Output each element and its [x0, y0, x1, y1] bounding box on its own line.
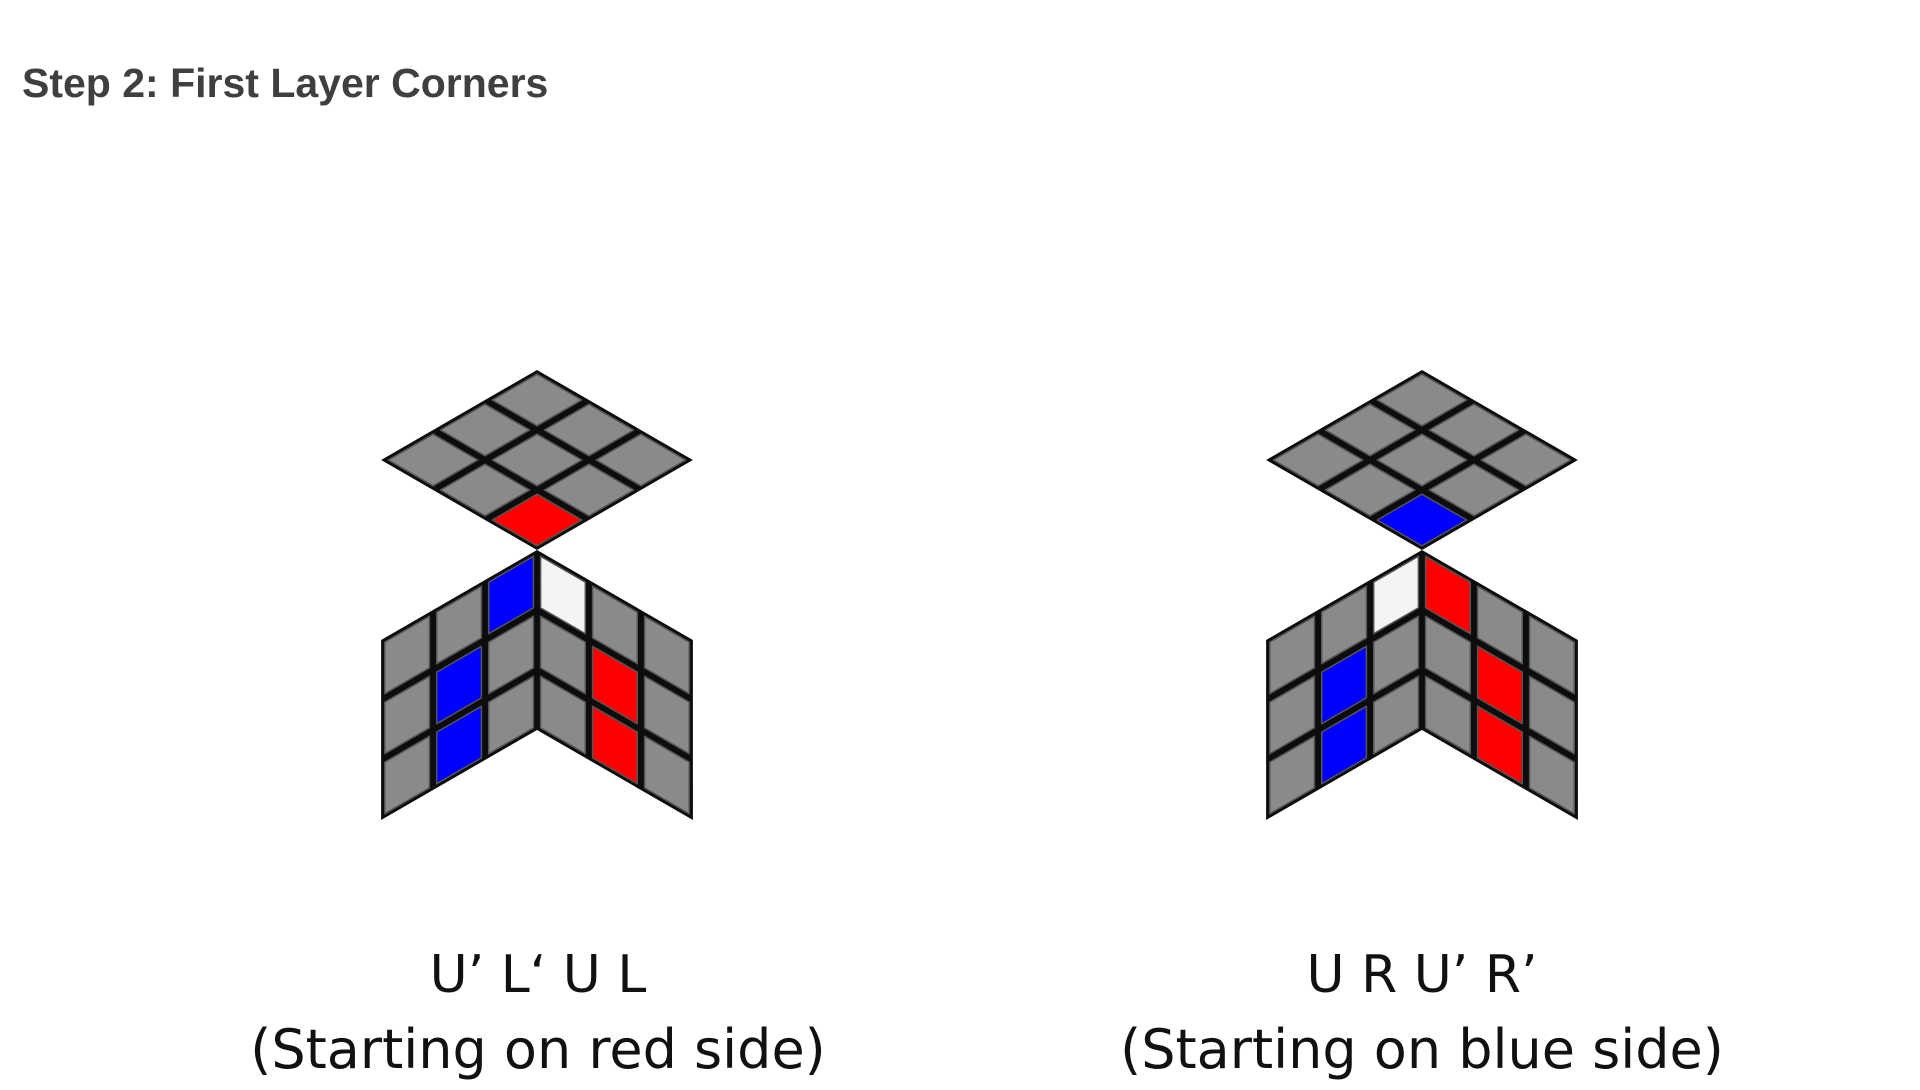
- left-face-sticker: [487, 555, 535, 635]
- left-face-sticker: [435, 705, 483, 785]
- move-sequence-right: U R U’ R’: [1306, 945, 1538, 1005]
- top-face-sticker: [491, 433, 583, 487]
- left-face-sticker: [1269, 735, 1316, 815]
- right-face-sticker: [1528, 675, 1575, 755]
- right-face-sticker: [643, 735, 690, 815]
- top-face-sticker: [1324, 463, 1416, 517]
- left-face-sticker: [1320, 705, 1368, 785]
- right-face-sticker: [1424, 675, 1472, 755]
- right-face-sticker: [1528, 735, 1575, 815]
- top-face-sticker: [1376, 373, 1468, 427]
- caption-right: U R U’ R’ (Starting on blue side): [1042, 940, 1802, 1090]
- left-face-sticker: [384, 735, 431, 815]
- page-title: Step 2: First Layer Corners: [22, 60, 549, 106]
- right-face-sticker: [643, 675, 690, 755]
- caption-note-left: (Starting on red side): [250, 1018, 826, 1081]
- left-face-sticker: [1372, 555, 1420, 635]
- right-face-sticker: [1424, 615, 1472, 695]
- right-face-sticker: [1528, 615, 1575, 695]
- top-face-sticker: [1480, 433, 1572, 487]
- right-face-sticker: [1476, 585, 1524, 665]
- left-face-sticker: [384, 615, 431, 695]
- right-face-sticker: [591, 705, 639, 785]
- left-face-sticker: [1320, 645, 1368, 725]
- move-sequence-left: U’ L‘ U L: [429, 945, 647, 1005]
- left-face-sticker: [435, 645, 483, 725]
- left-face-sticker: [384, 675, 431, 755]
- left-face-sticker: [435, 585, 483, 665]
- right-face-sticker: [643, 615, 690, 695]
- left-face-sticker: [1320, 585, 1368, 665]
- top-face-sticker: [491, 493, 583, 547]
- left-face-sticker: [1372, 675, 1420, 755]
- top-face-sticker: [1272, 433, 1364, 487]
- top-face-sticker: [1324, 403, 1416, 457]
- top-face-sticker: [1428, 463, 1520, 517]
- left-face-sticker: [487, 615, 535, 695]
- top-face-sticker: [491, 373, 583, 427]
- left-face-sticker: [487, 675, 535, 755]
- right-face-sticker: [539, 675, 587, 755]
- left-face-sticker: [1372, 615, 1420, 695]
- top-face-sticker: [595, 433, 687, 487]
- right-face-sticker: [1476, 705, 1524, 785]
- right-face-sticker: [1476, 645, 1524, 725]
- right-face-sticker: [1424, 555, 1472, 635]
- top-face-sticker: [543, 403, 635, 457]
- left-face-sticker: [1269, 615, 1316, 695]
- rubiks-cube-right: [1266, 370, 1578, 820]
- top-face-sticker: [439, 403, 531, 457]
- top-face-sticker: [543, 463, 635, 517]
- top-face-sticker: [1376, 433, 1468, 487]
- right-face-sticker: [539, 555, 587, 635]
- rubiks-cube-left: [381, 370, 693, 820]
- caption-note-right: (Starting on blue side): [1120, 1018, 1724, 1081]
- right-face-sticker: [591, 645, 639, 725]
- top-face-sticker: [1376, 493, 1468, 547]
- right-face-sticker: [591, 585, 639, 665]
- top-face-sticker: [1428, 403, 1520, 457]
- top-face-sticker: [439, 463, 531, 517]
- right-face-sticker: [539, 615, 587, 695]
- left-face-sticker: [1269, 675, 1316, 755]
- top-face-sticker: [387, 433, 479, 487]
- caption-left: U’ L‘ U L (Starting on red side): [158, 940, 918, 1090]
